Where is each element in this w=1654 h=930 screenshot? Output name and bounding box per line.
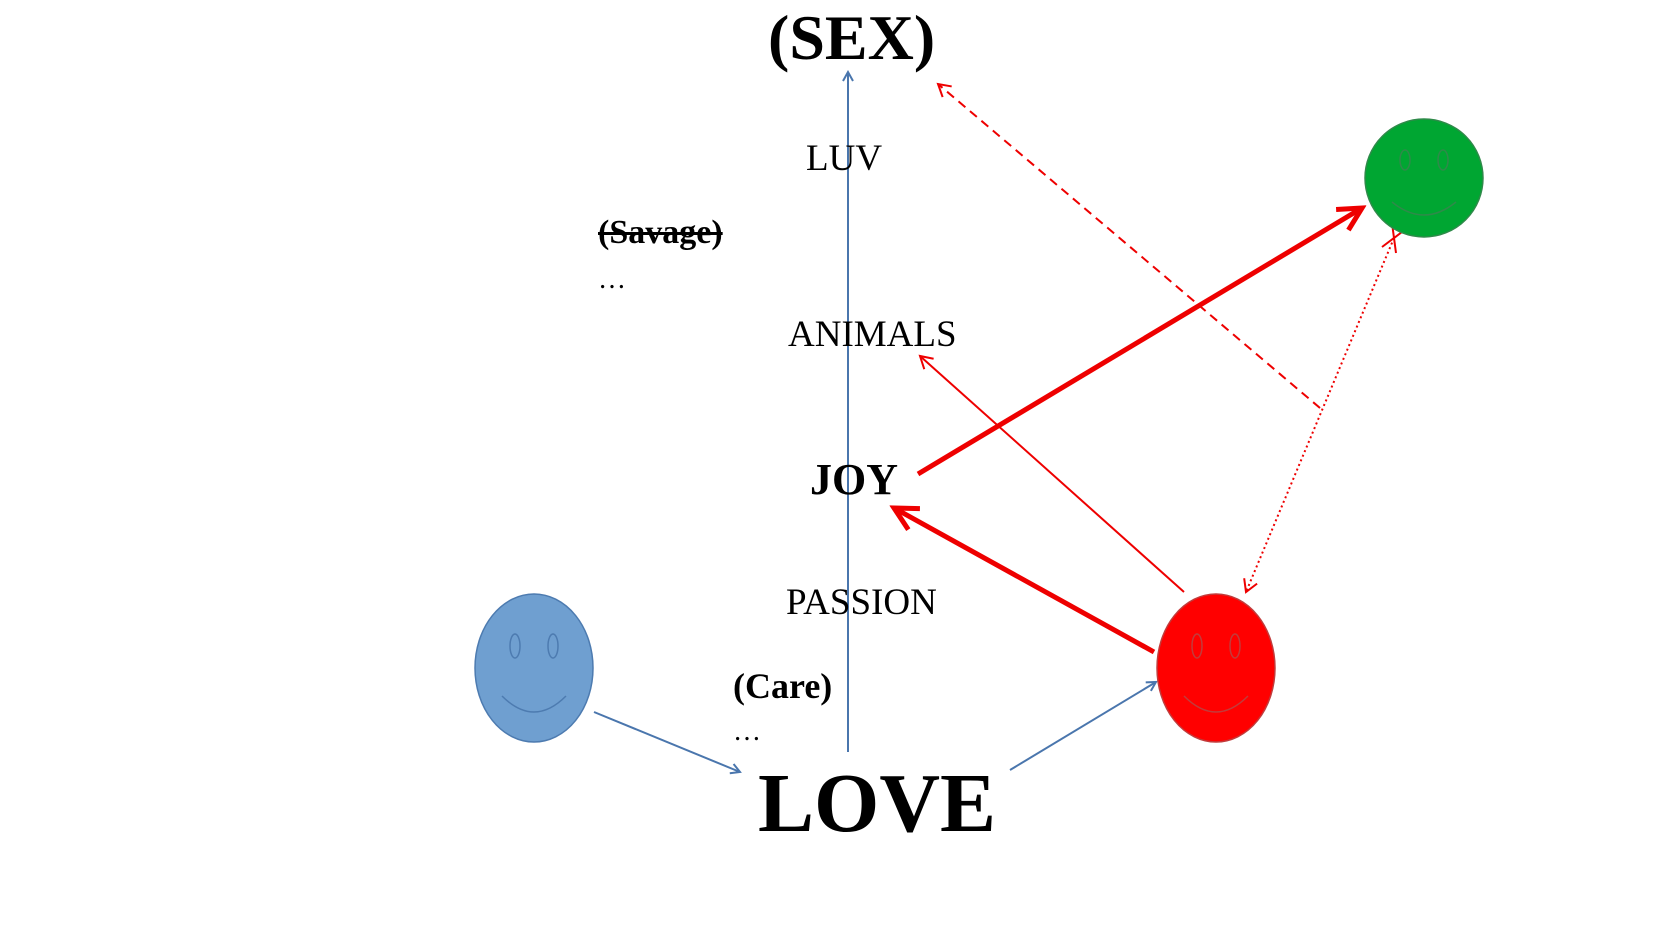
red-smiley-face bbox=[1156, 593, 1276, 743]
label-sex: (SEX) bbox=[768, 2, 936, 73]
label-savage: (Savage) bbox=[598, 214, 723, 251]
blue-left-eye bbox=[509, 633, 521, 659]
red-left-eye bbox=[1191, 633, 1203, 659]
label-luv: LUV bbox=[806, 138, 883, 179]
blue-to-love-arrow bbox=[593, 711, 740, 772]
dashed-to-sex-arrow bbox=[936, 82, 1321, 409]
green-right-eye bbox=[1437, 149, 1449, 171]
label-joy: JOY bbox=[810, 455, 898, 504]
green-smile bbox=[1391, 201, 1457, 216]
label-care: (Care) bbox=[733, 666, 833, 706]
green-left-eye bbox=[1399, 149, 1411, 171]
dotted-arrow-top-head bbox=[1381, 236, 1397, 254]
red-smile bbox=[1183, 695, 1249, 713]
red-right-eye bbox=[1229, 633, 1241, 659]
label-passion: PASSION bbox=[786, 582, 937, 623]
label-ellipsis-bottom: … bbox=[733, 716, 761, 747]
label-ellipsis-top: … bbox=[598, 264, 626, 295]
green-smiley-face bbox=[1364, 118, 1484, 238]
red-to-joy-arrow bbox=[894, 508, 1156, 655]
blue-smiley-face bbox=[474, 593, 594, 743]
love-to-red-arrow bbox=[1009, 682, 1156, 771]
label-animals: ANIMALS bbox=[788, 314, 957, 355]
red-to-animals-arrow bbox=[918, 354, 1185, 593]
blue-right-eye bbox=[547, 633, 559, 659]
blue-smile bbox=[501, 695, 567, 713]
joy-to-green-arrow bbox=[916, 208, 1362, 477]
label-love: LOVE bbox=[758, 757, 997, 850]
dotted-red-green-arrow bbox=[1243, 224, 1406, 594]
